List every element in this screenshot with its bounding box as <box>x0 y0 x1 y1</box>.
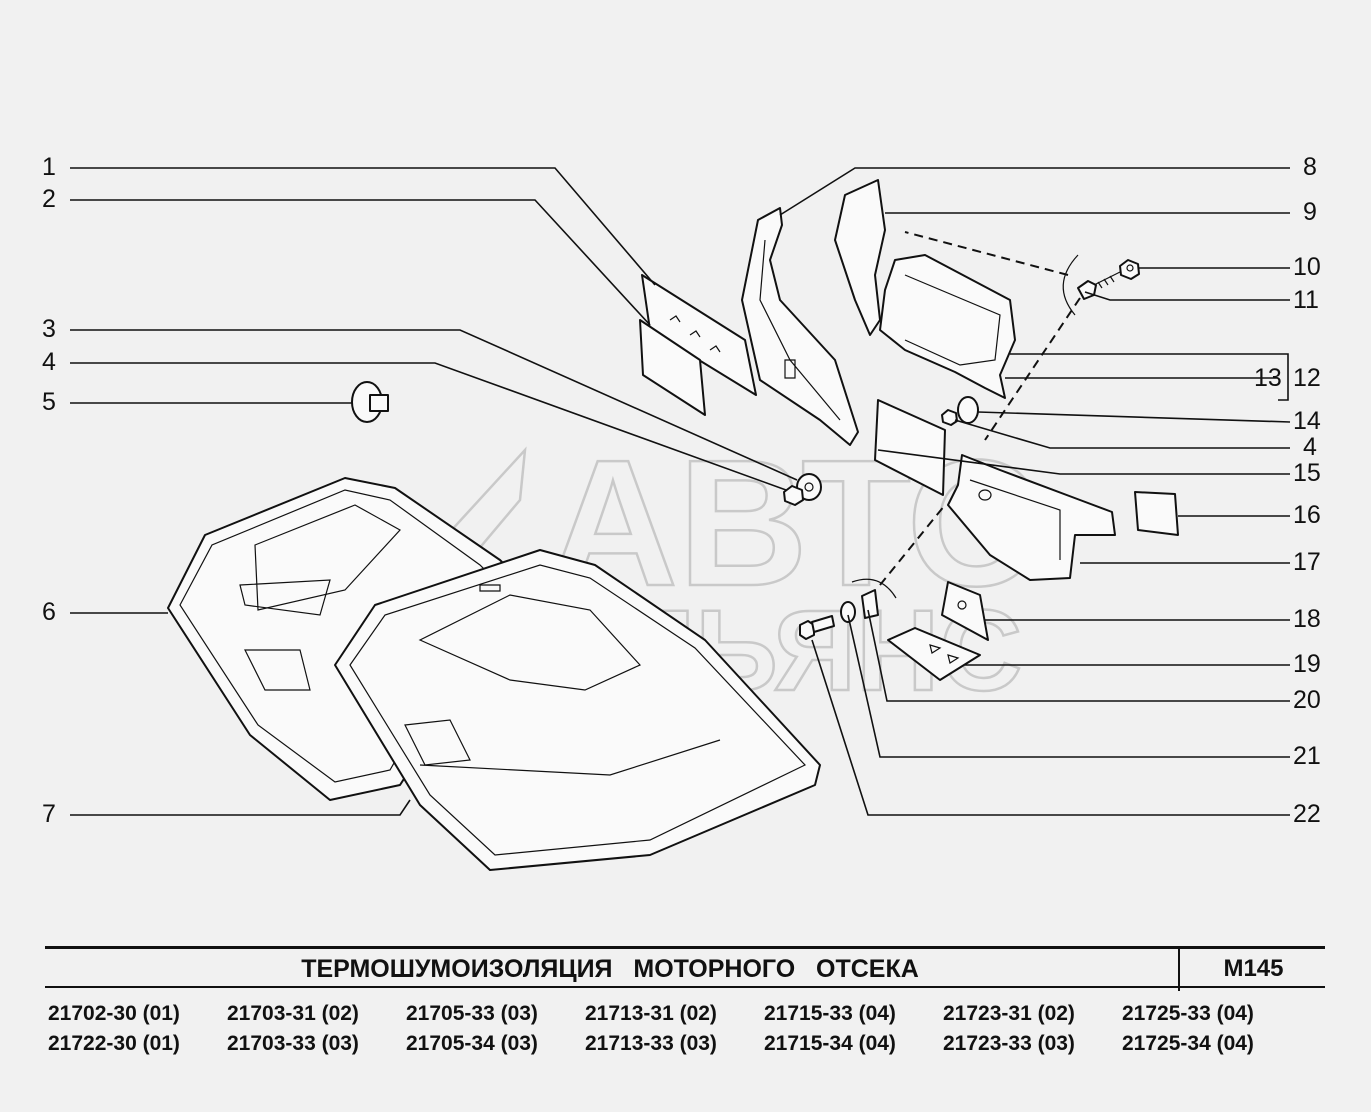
part-11-screw <box>1077 271 1121 300</box>
callout-20: 20 <box>1293 686 1321 714</box>
model-code: 21705-34 (03) <box>406 1032 538 1055</box>
model-code: 21703-31 (02) <box>227 1002 359 1025</box>
callout-4: 4 <box>42 348 56 376</box>
callout-18: 18 <box>1293 605 1321 633</box>
diagram-title: ТЕРМОШУМОИЗОЛЯЦИЯ МОТОРНОГО ОТСЕКА <box>301 954 919 983</box>
model-code: 21713-33 (03) <box>585 1032 717 1055</box>
part-9-shield <box>834 179 886 336</box>
part-2-pad <box>639 319 706 416</box>
callout-1: 1 <box>42 153 56 181</box>
document-code: М145 <box>1178 946 1327 991</box>
model-code: 21723-31 (02) <box>943 1002 1075 1025</box>
part-10-washer <box>1119 259 1140 280</box>
model-list: 21702-30 (01) 21703-31 (02) 21705-33 (03… <box>48 1002 1338 1056</box>
callout-2: 2 <box>42 185 56 213</box>
callout-9: 9 <box>1303 198 1317 226</box>
assembly-lines <box>851 231 1081 599</box>
model-code: 21723-33 (03) <box>943 1032 1075 1055</box>
model-code: 21703-33 (03) <box>227 1032 359 1055</box>
callout-8: 8 <box>1303 153 1317 181</box>
part-14-washer <box>957 396 979 424</box>
callout-4b: 4 <box>1303 433 1317 461</box>
callout-10: 10 <box>1293 253 1321 281</box>
leader-lines <box>70 167 1291 816</box>
part-5-clip <box>351 381 389 423</box>
title-block: ТЕРМОШУМОИЗОЛЯЦИЯ МОТОРНОГО ОТСЕКА М145 <box>45 946 1327 991</box>
callout-14: 14 <box>1293 407 1321 435</box>
callout-7: 7 <box>42 800 56 828</box>
model-code: 21722-30 (01) <box>48 1032 180 1055</box>
part-16-pad <box>1134 491 1179 536</box>
model-code: 21725-33 (04) <box>1122 1002 1254 1025</box>
part-19-pad <box>887 627 981 681</box>
callout-21: 21 <box>1293 742 1321 770</box>
model-code: 21713-31 (02) <box>585 1002 717 1025</box>
part-7-hood-insulator <box>334 549 821 871</box>
callout-5: 5 <box>42 388 56 416</box>
part-15-pad <box>874 399 946 496</box>
part-4-nut <box>783 485 804 506</box>
part-20-clip <box>861 589 879 619</box>
model-code: 21715-33 (04) <box>764 1002 896 1025</box>
part-1-pad <box>641 274 757 396</box>
part-18-bracket <box>941 581 989 641</box>
part-22-bolt <box>799 615 835 640</box>
callout-15: 15 <box>1293 459 1321 487</box>
callout-13: 13 <box>1254 364 1282 392</box>
part-8-seal <box>741 207 859 446</box>
part-21-washer <box>840 601 856 623</box>
callout-22: 22 <box>1293 800 1321 828</box>
callout-19: 19 <box>1293 650 1321 678</box>
callout-11: 11 <box>1293 286 1319 314</box>
callout-3: 3 <box>42 315 56 343</box>
model-code: 21715-34 (04) <box>764 1032 896 1055</box>
part-12-insulator <box>879 254 1016 399</box>
model-code: 21705-33 (03) <box>406 1002 538 1025</box>
part-4-nut-b <box>941 409 958 426</box>
model-code: 21702-30 (01) <box>48 1002 180 1025</box>
model-code: 21725-34 (04) <box>1122 1032 1254 1055</box>
parts-diagram: АВТО АЛЬЯНС <box>70 167 1291 871</box>
callout-16: 16 <box>1293 501 1321 529</box>
callout-6: 6 <box>42 598 56 626</box>
callout-12: 12 <box>1293 364 1321 392</box>
part-17-insulator <box>947 454 1116 581</box>
callout-17: 17 <box>1293 548 1321 576</box>
